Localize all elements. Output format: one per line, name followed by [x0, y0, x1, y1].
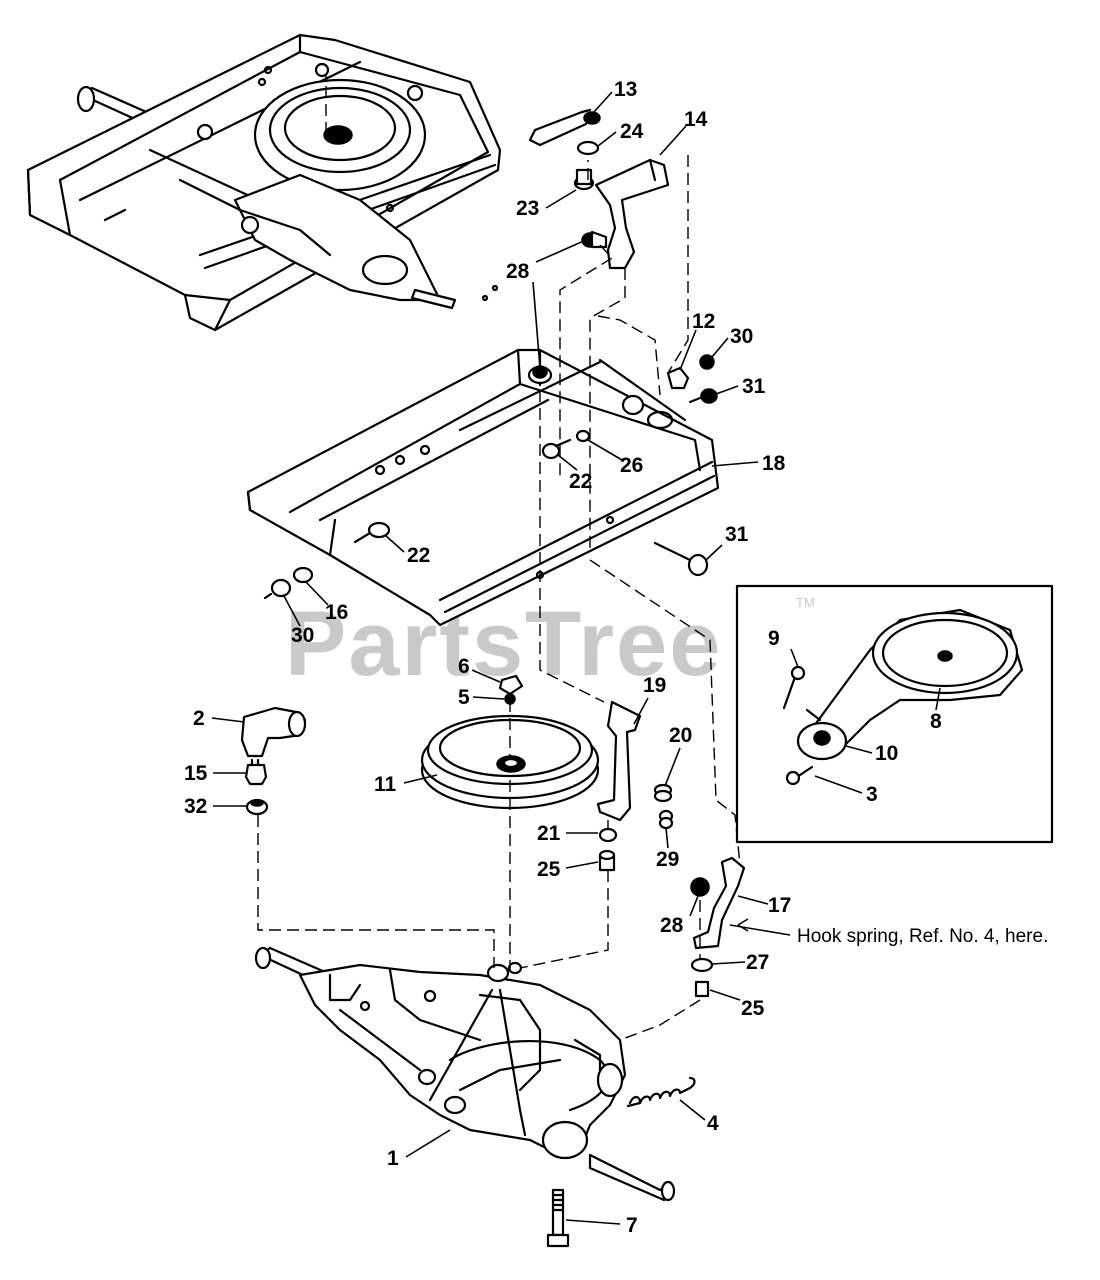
callout-27: 27 — [746, 951, 769, 974]
callout-13: 13 — [614, 78, 637, 101]
callout-7: 7 — [626, 1214, 638, 1237]
callout-31-lower: 31 — [725, 523, 749, 546]
pin-3 — [785, 765, 814, 786]
callout-3: 3 — [866, 783, 878, 806]
callout-labels: 13 24 23 14 28 12 30 31 18 22 26 22 31 1… — [184, 78, 1048, 1237]
callout-17: 17 — [768, 894, 791, 917]
callout-31-upper: 31 — [742, 375, 766, 398]
bracket-19 — [596, 700, 642, 822]
callout-10: 10 — [875, 742, 898, 765]
bolt-7 — [546, 1188, 570, 1248]
nut-6 — [498, 674, 524, 696]
bolt-31-upper — [688, 388, 718, 404]
callout-16: 16 — [325, 601, 348, 624]
watermark-trademark: TM — [796, 595, 815, 610]
callout-23: 23 — [516, 197, 539, 220]
assembly-dashed-lines — [257, 155, 741, 1041]
washer-24 — [576, 140, 600, 156]
washer-21 — [598, 827, 618, 843]
callout-20: 20 — [669, 724, 692, 747]
callout-29: 29 — [656, 848, 679, 871]
spacer-16 — [292, 566, 314, 584]
nut-28-lower — [690, 877, 710, 897]
hook-spring-note: Hook spring, Ref. No. 4, here. — [797, 926, 1048, 947]
inset-idler-detail — [735, 584, 1054, 844]
callout-15: 15 — [184, 762, 208, 785]
control-rod-13 — [528, 108, 601, 147]
spring-4 — [626, 1076, 696, 1108]
callout-1: 1 — [387, 1147, 399, 1170]
transaxle-1 — [254, 946, 676, 1202]
bolt-22-lower — [353, 521, 391, 544]
spring-20 — [653, 783, 673, 803]
washer-26 — [575, 429, 591, 443]
watermark-text: PartsTree — [285, 593, 722, 695]
callout-8: 8 — [930, 710, 942, 733]
callout-22-lower: 22 — [407, 544, 430, 567]
callout-28-lower: 28 — [660, 914, 684, 937]
washer-27 — [690, 957, 714, 973]
bolt-31-lower — [653, 541, 709, 577]
callout-11: 11 — [374, 773, 397, 796]
nut-30-lower — [263, 578, 292, 600]
nut-30-upper — [699, 354, 715, 370]
callout-6: 6 — [458, 655, 470, 678]
callout-30-upper: 30 — [730, 325, 753, 348]
callout-21: 21 — [537, 822, 561, 845]
pulley-11 — [420, 714, 600, 810]
callout-28-upper: 28 — [506, 260, 530, 283]
bracket-17 — [692, 856, 746, 950]
pin-9 — [782, 665, 806, 710]
callout-4: 4 — [707, 1112, 719, 1135]
spring-29 — [658, 809, 674, 830]
callout-30-lower: 30 — [291, 624, 314, 647]
spacer-12 — [666, 366, 690, 390]
callout-32: 32 — [184, 795, 207, 818]
washer-32 — [245, 798, 269, 816]
callout-26: 26 — [620, 454, 643, 477]
callout-12: 12 — [692, 310, 715, 333]
bolt-23 — [573, 168, 595, 191]
callout-5: 5 — [458, 686, 470, 709]
frame-18 — [246, 284, 720, 627]
assembled-frame-overview — [26, 33, 502, 332]
callout-25-lower: 25 — [741, 997, 765, 1020]
elbow-fitting-2 — [240, 706, 307, 758]
bolt-25-center — [598, 849, 616, 872]
callout-24: 24 — [620, 120, 644, 143]
callout-2: 2 — [193, 707, 205, 730]
bolt-22-upper — [541, 438, 572, 460]
bracket-14 — [594, 158, 670, 270]
bolt-25-lower — [694, 980, 710, 998]
fitting-15 — [244, 758, 268, 786]
nut-28-upper — [581, 230, 608, 249]
callout-19: 19 — [643, 674, 666, 697]
callout-14: 14 — [684, 108, 708, 131]
callout-18: 18 — [762, 452, 786, 475]
leader-lines — [211, 91, 941, 1225]
callout-25-center: 25 — [537, 858, 561, 881]
callout-22-upper: 22 — [569, 470, 592, 493]
callout-9: 9 — [768, 627, 780, 650]
